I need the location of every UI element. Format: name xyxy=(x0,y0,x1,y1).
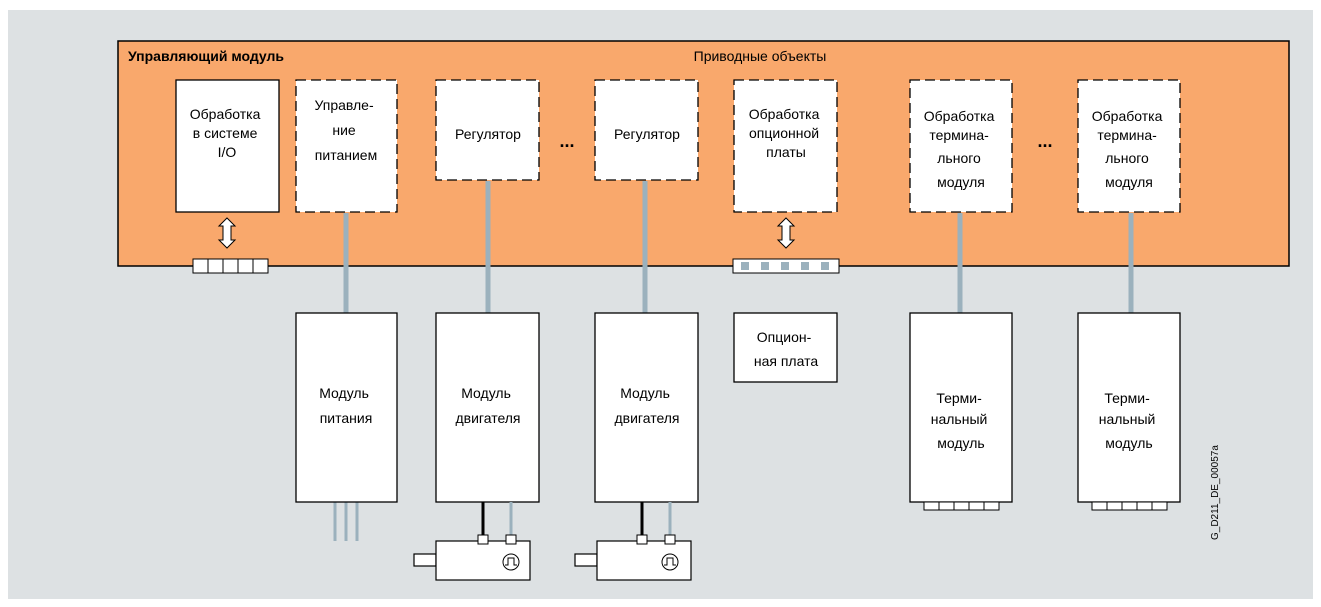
io-processing-label: Обработка в системе I/O xyxy=(190,106,265,160)
terminal-processing-box-1 xyxy=(909,79,1013,213)
controller-label-1: Регулятор xyxy=(455,126,521,142)
motor-module-box-1 xyxy=(435,312,540,503)
terminal-processing-label-2: Обработка термина- льного модуля xyxy=(1092,108,1167,190)
terminal-module-label-2: Терми- нальный модуль xyxy=(1099,390,1160,451)
control-unit-title: Управляющий модуль xyxy=(128,48,284,64)
controller-label-2: Регулятор xyxy=(614,126,680,142)
dashed-boxes xyxy=(295,79,1181,213)
motor-module-box-2 xyxy=(594,312,699,503)
power-control-box xyxy=(295,79,398,213)
connectors xyxy=(343,181,1134,313)
drive-objects-label: Приводные объекты xyxy=(694,48,827,64)
ellipsis-controllers: ... xyxy=(559,131,574,151)
option-slot-strip xyxy=(732,258,840,274)
figure-code: G_D211_DE_00057a xyxy=(1210,445,1221,540)
terminal-strip-2 xyxy=(1091,501,1168,511)
encoder-pulse-icon xyxy=(502,553,520,571)
power-module-label: Модуль питания xyxy=(319,385,373,426)
io-terminal-strip xyxy=(192,258,269,274)
option-board-processing-box xyxy=(733,79,838,213)
io-processing-box xyxy=(175,79,280,213)
terminal-module-box-2 xyxy=(1077,312,1181,503)
controller-box-1 xyxy=(435,79,540,181)
controller-box-2 xyxy=(594,79,699,181)
power-module-box xyxy=(295,312,398,503)
external-module-boxes xyxy=(295,312,1181,503)
terminal-processing-box-2 xyxy=(1077,79,1181,213)
option-board-label: Опцион- ная плата xyxy=(754,329,818,369)
encoder-pulse-icon xyxy=(661,553,679,571)
motor-1 xyxy=(413,502,531,581)
io-arrow-icon xyxy=(217,217,237,249)
power-supply-lines xyxy=(333,502,359,541)
option-board-processing-label: Обработка опционной платы xyxy=(749,106,824,160)
motor-2 xyxy=(574,502,692,581)
motor-module-label-2: Модуль двигателя xyxy=(614,385,679,426)
power-control-label: Управле- ние питанием xyxy=(314,97,377,163)
terminal-strip-1 xyxy=(923,501,1000,511)
terminal-processing-label-1: Обработка термина- льного модуля xyxy=(924,108,999,190)
option-arrow-icon xyxy=(776,217,796,249)
terminal-module-box-1 xyxy=(909,312,1013,503)
option-board-box xyxy=(733,312,838,383)
ellipsis-terminals: ... xyxy=(1037,131,1052,151)
motor-module-label-1: Модуль двигателя xyxy=(455,385,520,426)
terminal-module-label-1: Терми- нальный модуль xyxy=(931,390,992,451)
